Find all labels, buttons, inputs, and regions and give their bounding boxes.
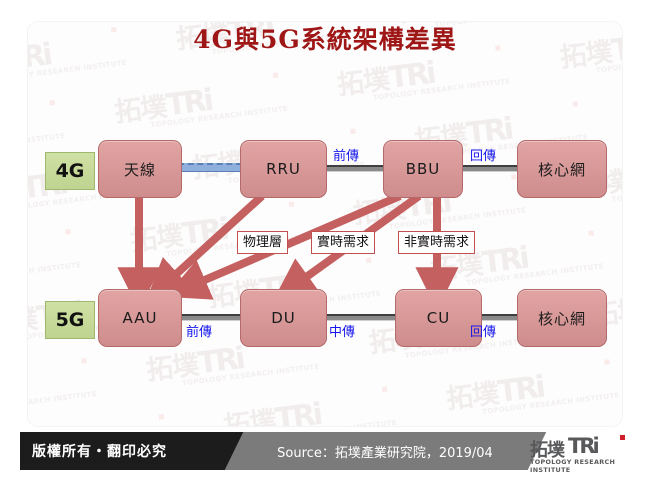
node-antenna[interactable]: 天線 (98, 140, 182, 198)
link-label-fronthaul-5g: 前傳 (186, 325, 213, 340)
page-title: 4G與5G系統架構差異 (193, 25, 457, 54)
link-label-midhaul-5g: 中傳 (329, 325, 356, 340)
node-label-core-4g: 核心網 (537, 160, 586, 179)
link-cu-core (478, 314, 519, 321)
node-cu[interactable]: CU (395, 289, 482, 347)
node-rru[interactable]: RRU (240, 140, 327, 198)
node-label-rru: RRU (266, 160, 301, 178)
link-du-cu (323, 314, 397, 321)
tri-logo-subtitle: TOPOLOGY RESEARCH INSTITUTE (530, 458, 616, 474)
node-bbu[interactable]: BBU (383, 140, 463, 198)
node-core-5g[interactable]: 核心網 (517, 289, 607, 347)
node-label-du: DU (271, 309, 296, 327)
tag-label-non-realtime: 非實時需求 (404, 235, 470, 250)
link-aau-du (178, 314, 242, 321)
node-label-core-5g: 核心網 (537, 309, 586, 328)
badge-label-4g: 4G (55, 160, 85, 182)
footer-source-text: Source：拓墣產業研究院，2019/04 (277, 446, 493, 461)
tag-label-realtime: 實時需求 (317, 235, 370, 250)
tri-logo: 拓墣 TRi TOPOLOGY RESEARCH INSTITUTE (528, 432, 630, 474)
node-aau[interactable]: AAU (98, 289, 182, 347)
tri-logo-cjk: 拓墣 (530, 440, 565, 461)
node-label-cu: CU (426, 309, 451, 327)
node-core-4g[interactable]: 核心網 (517, 140, 607, 198)
tri-logo-dot-icon (620, 435, 625, 440)
footer-copyright-text: 版權所有・翻印必究 (32, 444, 167, 460)
link-label-fronthaul-4g: 前傳 (333, 149, 360, 164)
link-rru-bbu (323, 165, 385, 172)
tag-physical-layer: 物理層 (237, 231, 289, 254)
tag-realtime: 實時需求 (311, 231, 376, 254)
generation-badge-4g: 4G (45, 152, 95, 190)
node-label-aau: AAU (122, 309, 158, 327)
link-antenna-rru (178, 163, 242, 172)
tag-label-physical-layer: 物理層 (243, 235, 283, 250)
generation-badge-5g: 5G (45, 301, 95, 339)
tri-logo-latin: TRi (568, 434, 600, 458)
badge-label-5g: 5G (55, 309, 85, 331)
footer-source-band (216, 432, 516, 470)
link-label-backhaul-5g: 回傳 (470, 325, 497, 340)
node-label-bbu: BBU (405, 160, 441, 178)
node-label-antenna: 天線 (123, 160, 156, 179)
slide-footer: 版權所有・翻印必究 Source：拓墣產業研究院，2019/04 拓墣 TRi … (0, 432, 650, 474)
node-du[interactable]: DU (240, 289, 327, 347)
link-label-backhaul-4g: 回傳 (470, 149, 497, 164)
tag-non-realtime: 非實時需求 (398, 231, 476, 254)
link-bbu-core (459, 165, 519, 172)
arrow-bbu-to-aau (165, 192, 402, 300)
